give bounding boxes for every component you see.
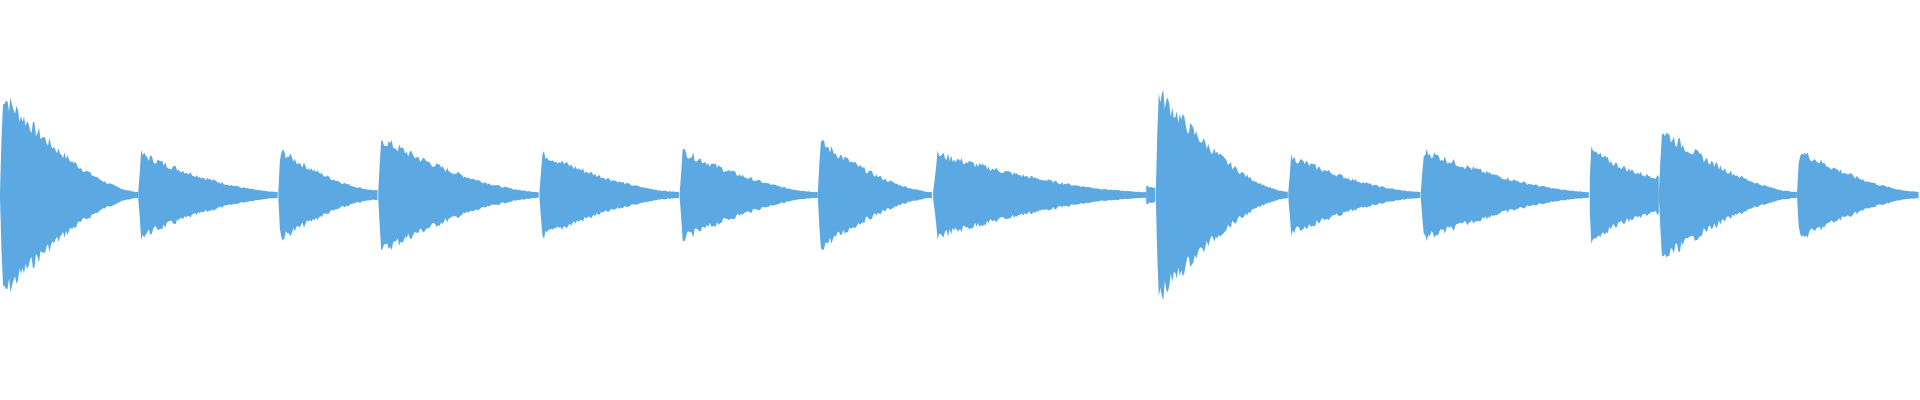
waveform-segment [278,149,378,241]
waveform-segment [1155,89,1288,301]
waveform-segment [539,151,679,239]
waveform-segment [0,97,138,293]
waveform-segment [1420,148,1589,242]
waveform-segment [679,148,818,242]
waveform-segment [1589,146,1659,244]
waveform-segment [1288,153,1421,237]
waveform-segment [138,149,278,241]
waveform-segment [1146,185,1156,205]
waveform-segment [1658,132,1797,258]
waveform-segment [378,139,539,251]
waveform-segment [817,140,932,250]
waveform-segment [1797,152,1919,238]
waveform-segment [933,150,1147,240]
